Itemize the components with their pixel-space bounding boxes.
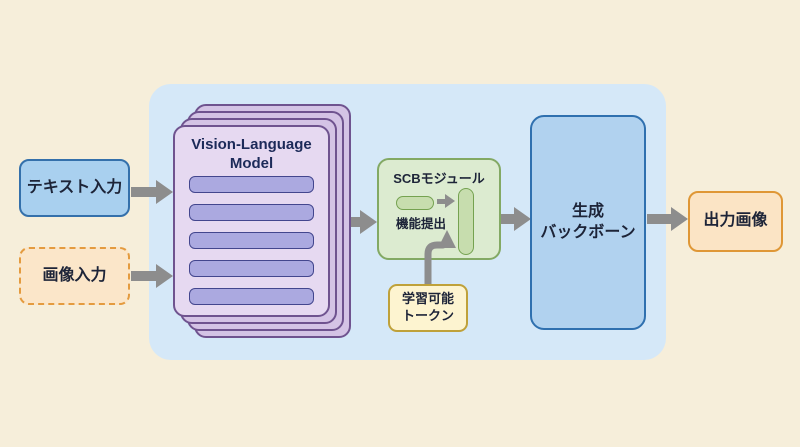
scb-module-node: SCBモジュール 機能提出 — [377, 158, 501, 260]
vlm-node: Vision-Language Model — [173, 125, 330, 317]
vlm-layer-bar — [189, 260, 314, 277]
scb-title: SCBモジュール — [393, 171, 485, 186]
feature-pill-vertical — [458, 188, 474, 255]
arrow-right-icon — [437, 194, 455, 208]
vlm-layer-bars — [189, 176, 314, 316]
arrow-shaft — [500, 214, 514, 224]
output-image-node: 出力画像 — [688, 191, 783, 252]
arrow-shaft — [437, 198, 445, 204]
arrow-right-icon — [131, 180, 173, 204]
arrow-right-icon — [647, 207, 688, 231]
learnable-token-node: 学習可能 トークン — [388, 284, 468, 332]
arrow-head — [445, 194, 455, 208]
scb-caption: 機能提出 — [395, 217, 446, 231]
arrow-head — [156, 180, 173, 204]
arrow-head — [360, 210, 377, 234]
arrow-head — [156, 264, 173, 288]
arrow-shaft — [131, 187, 156, 197]
generation-backbone-node: 生成 バックボーン — [530, 115, 646, 330]
feature-pill-horizontal — [396, 196, 434, 210]
arrow-right-icon — [131, 264, 173, 288]
arrow-shaft — [131, 271, 156, 281]
vlm-title: Vision-Language Model — [191, 136, 312, 172]
vlm-layer-bar — [189, 204, 314, 221]
text-input-node: テキスト入力 — [19, 159, 130, 217]
arrow-head — [671, 207, 688, 231]
vlm-layer-bar — [189, 232, 314, 249]
arrow-right-icon — [500, 207, 531, 231]
arrow-head — [514, 207, 531, 231]
vlm-layer-bar — [189, 288, 314, 305]
vlm-layer-bar — [189, 176, 314, 193]
arrow-shaft — [647, 214, 671, 224]
image-input-node: 画像入力 — [19, 247, 130, 305]
